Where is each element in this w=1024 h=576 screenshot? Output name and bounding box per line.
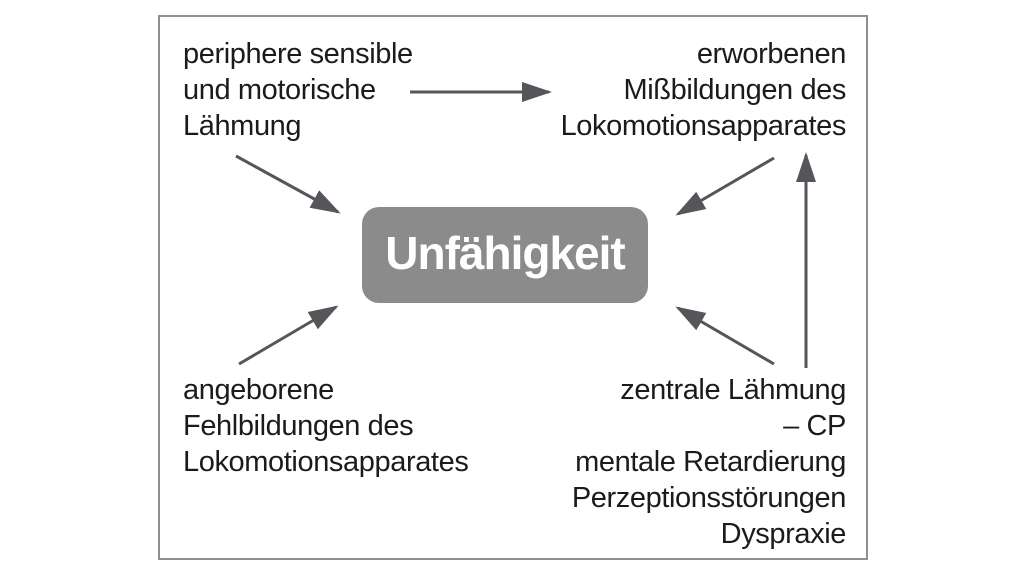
node-line: zentrale Lähmung [620,374,846,406]
center-box-unfaehigkeit: Unfähigkeit [362,207,648,303]
node-line: Lähmung [183,110,302,142]
node-line: Lokomotionsapparates [560,110,847,142]
node-line: Mißbildungen des [623,74,846,106]
node-line: erworbenen [696,38,847,70]
node-acquired-malformations: erworbenen Mißbildungen des Lokomotionsa… [560,36,847,144]
node-line: Lokomotionsapparates [183,446,469,478]
node-line: und motorische [183,74,376,106]
node-line: Fehlbildungen des [183,410,414,442]
node-line: angeborene [183,374,334,406]
node-line: Dyspraxie [720,518,847,550]
node-line: Perzeptionsstörungen [571,482,847,514]
node-peripheral-palsy: periphere sensible und motorische Lähmun… [183,36,413,144]
node-line: periphere sensible [183,38,413,70]
node-line: mentale Retardierung [575,446,846,478]
node-congenital-malformations: angeborene Fehlbildungen des Lokomotions… [183,372,469,480]
center-label: Unfähigkeit [385,227,625,279]
node-line: – CP [783,410,846,442]
node-central-palsy: zentrale Lähmung – CP mentale Retardieru… [571,372,847,552]
